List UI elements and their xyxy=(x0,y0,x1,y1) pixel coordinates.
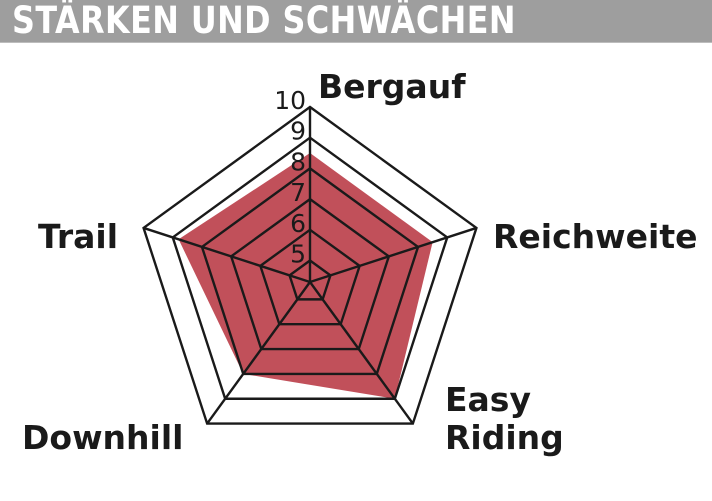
axis-spoke xyxy=(143,226,311,284)
chart-title: STÄRKEN UND SCHWÄCHEN xyxy=(12,0,516,42)
grid-ring-5 xyxy=(288,259,332,301)
tick-label: 10 xyxy=(274,86,306,115)
tick-label: 5 xyxy=(290,240,306,269)
axis-label-bergauf: Bergauf xyxy=(318,67,466,106)
axis-label-easy-riding-1: Easy xyxy=(445,380,531,419)
tick-label: 7 xyxy=(290,178,306,207)
axis-spoke xyxy=(309,226,477,284)
grid-ring-9 xyxy=(171,136,449,400)
axis-label-reichweite: Reichweite xyxy=(493,217,698,256)
grid-ring-8 xyxy=(200,166,420,376)
axis-label-downhill: Downhill xyxy=(22,418,183,457)
tick-label: 6 xyxy=(290,209,306,238)
grid-ring-6 xyxy=(258,228,362,326)
axis-label-trail: Trail xyxy=(38,217,118,256)
grid-ring-10 xyxy=(142,105,478,425)
grid-rings xyxy=(142,105,478,425)
axis-spokes xyxy=(143,107,477,425)
tick-label: 9 xyxy=(290,117,306,146)
axis-spoke xyxy=(309,281,414,425)
tick-label: 8 xyxy=(290,147,306,176)
axis-spoke xyxy=(206,281,311,425)
grid-ring-7 xyxy=(229,197,391,351)
axis-label-easy-riding-2: Riding xyxy=(445,418,564,457)
header-bar: STÄRKEN UND SCHWÄCHEN xyxy=(0,0,712,43)
series-area xyxy=(178,153,433,399)
